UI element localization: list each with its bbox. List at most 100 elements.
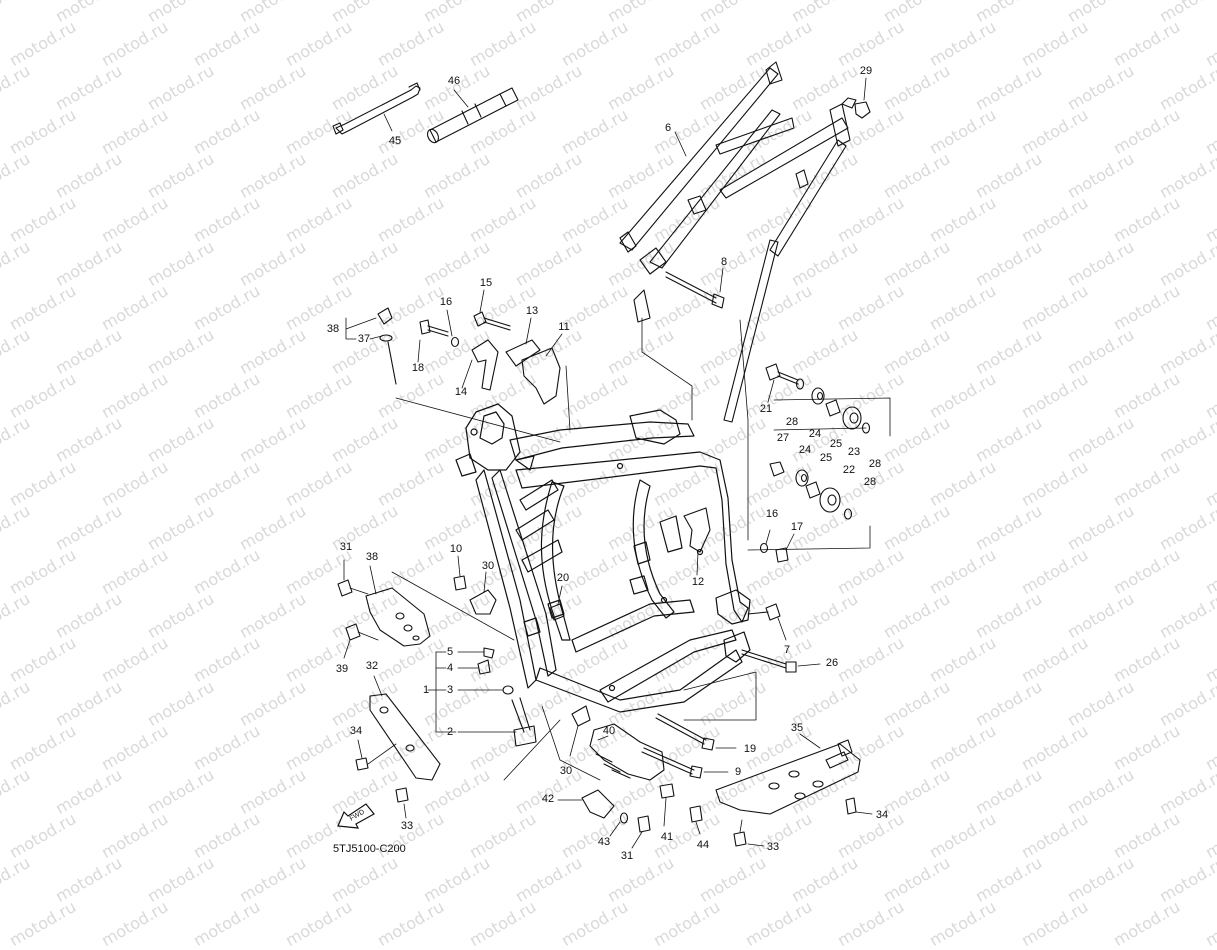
part-callout-c21: 21 [759, 403, 773, 415]
part-callout-c24a: 24 [808, 428, 822, 440]
plate-part-32 [370, 694, 440, 780]
part-callout-c43: 43 [597, 836, 611, 848]
part-callout-c31b: 31 [620, 850, 634, 862]
diagram-code: 5TJ5100-C200 [333, 843, 406, 855]
part-callout-c34b: 34 [875, 809, 889, 821]
nut-part-17 [776, 548, 788, 562]
part-callout-c19: 19 [743, 743, 757, 755]
part-callout-c3: 3 [446, 684, 454, 696]
part-callout-c31a: 31 [339, 541, 353, 553]
collar-part-25a [826, 400, 840, 416]
nut-part-27 [770, 462, 784, 476]
bracket-part-30a [470, 590, 496, 614]
part-callout-c6: 6 [664, 122, 672, 134]
washer-part-43 [621, 813, 628, 823]
washer-part-16b [761, 544, 768, 553]
part-callout-c4: 4 [446, 662, 454, 674]
part-callout-c18: 18 [411, 362, 425, 374]
bracket-part-14 [472, 340, 498, 390]
part-callout-c35: 35 [790, 722, 804, 734]
bolt-part-33b [734, 832, 746, 846]
nut-part-20 [550, 604, 564, 620]
part-callout-c12: 12 [691, 576, 705, 588]
part-callout-c38a: 38 [326, 323, 340, 335]
bushing-part-24a [812, 388, 824, 404]
nut-part-10 [454, 576, 466, 590]
bolt-part-34b [846, 798, 856, 814]
part-callout-c14: 14 [454, 386, 468, 398]
part-callout-c27: 27 [776, 432, 790, 444]
part-callout-c22: 22 [842, 464, 856, 476]
part-callout-c41: 41 [660, 831, 674, 843]
part-callout-c25a: 25 [829, 438, 843, 450]
bolt-part-15 [474, 312, 510, 330]
part-callout-c30a: 30 [481, 560, 495, 572]
part-callout-c37: 37 [357, 333, 371, 345]
bolt-part-31b [638, 816, 650, 832]
screw-part-4 [478, 660, 490, 674]
bracket-part-30b [572, 706, 590, 726]
engine-guard-part-38 [366, 588, 430, 646]
bolt-part-39 [346, 624, 360, 640]
bushing-part-23 [843, 407, 861, 429]
part-callout-c1: 1 [422, 684, 430, 696]
part-callout-c34a: 34 [349, 725, 363, 737]
part-callout-c46: 46 [447, 75, 461, 87]
part-callout-c25b: 25 [819, 452, 833, 464]
bushing-part-22 [820, 488, 840, 512]
part-callout-c38b: 38 [365, 551, 379, 563]
part-callout-c11: 11 [558, 321, 570, 333]
clip-part-5 [484, 648, 494, 658]
clip-part-29 [855, 102, 870, 118]
bolt-part-19 [656, 714, 714, 750]
fwd-arrow-icon: FWD [336, 800, 376, 830]
part-callout-c24b: 24 [798, 444, 812, 456]
wrench-part-45 [333, 83, 420, 134]
part-callout-c40: 40 [602, 725, 616, 737]
part-callout-c30b: 30 [559, 765, 573, 777]
washer-part-28c [845, 509, 852, 519]
bolt-part-2 [512, 698, 536, 746]
part-callout-c29: 29 [859, 65, 873, 77]
part-callout-c15: 15 [479, 277, 493, 289]
chain-guide-part-40 [590, 724, 664, 780]
bolt-part-44 [690, 806, 702, 822]
part-callout-c33a: 33 [400, 820, 414, 832]
bolt-part-31a [338, 580, 352, 596]
collar-part-25b [806, 482, 820, 498]
part-callout-c39: 39 [335, 663, 349, 675]
part-callout-c33b: 33 [766, 841, 780, 853]
bolt-part-8 [666, 272, 724, 308]
rear-subframe-part-6 [620, 62, 856, 422]
bracket-part-11 [522, 348, 560, 404]
part-callout-c32: 32 [365, 660, 379, 672]
dipstick-part-37 [378, 308, 396, 384]
bolt-part-7 [748, 604, 780, 620]
bolt-part-9 [642, 748, 702, 778]
bolt-part-33a [396, 788, 408, 802]
part-callout-c28b: 28 [868, 458, 882, 470]
skid-plate-part-35 [716, 740, 860, 814]
part-callout-c5: 5 [446, 646, 454, 658]
part-callout-c9: 9 [734, 766, 742, 778]
part-callout-c23: 23 [847, 446, 861, 458]
socket-tool-part-46 [425, 88, 518, 145]
washer-part-28a [797, 379, 804, 389]
part-callout-c17: 17 [790, 521, 804, 533]
clip-part-41 [660, 784, 674, 798]
plate-part-13 [506, 340, 540, 366]
part-callout-c20: 20 [556, 572, 570, 584]
part-callout-c16b: 16 [765, 508, 779, 520]
part-callout-c7: 7 [783, 644, 791, 656]
part-callout-c10: 10 [449, 543, 463, 555]
washer-part-3 [503, 686, 513, 694]
bolt-part-18 [420, 320, 448, 336]
washer-part-16 [452, 338, 459, 347]
bushing-part-24b [796, 470, 808, 486]
part-callout-c44: 44 [696, 839, 710, 851]
part-callout-c28a: 28 [785, 416, 799, 428]
part-callout-c45: 45 [388, 135, 402, 147]
bracket-part-42 [582, 790, 614, 818]
part-callout-c28c: 28 [863, 476, 877, 488]
bracket-part-12 [684, 508, 710, 552]
